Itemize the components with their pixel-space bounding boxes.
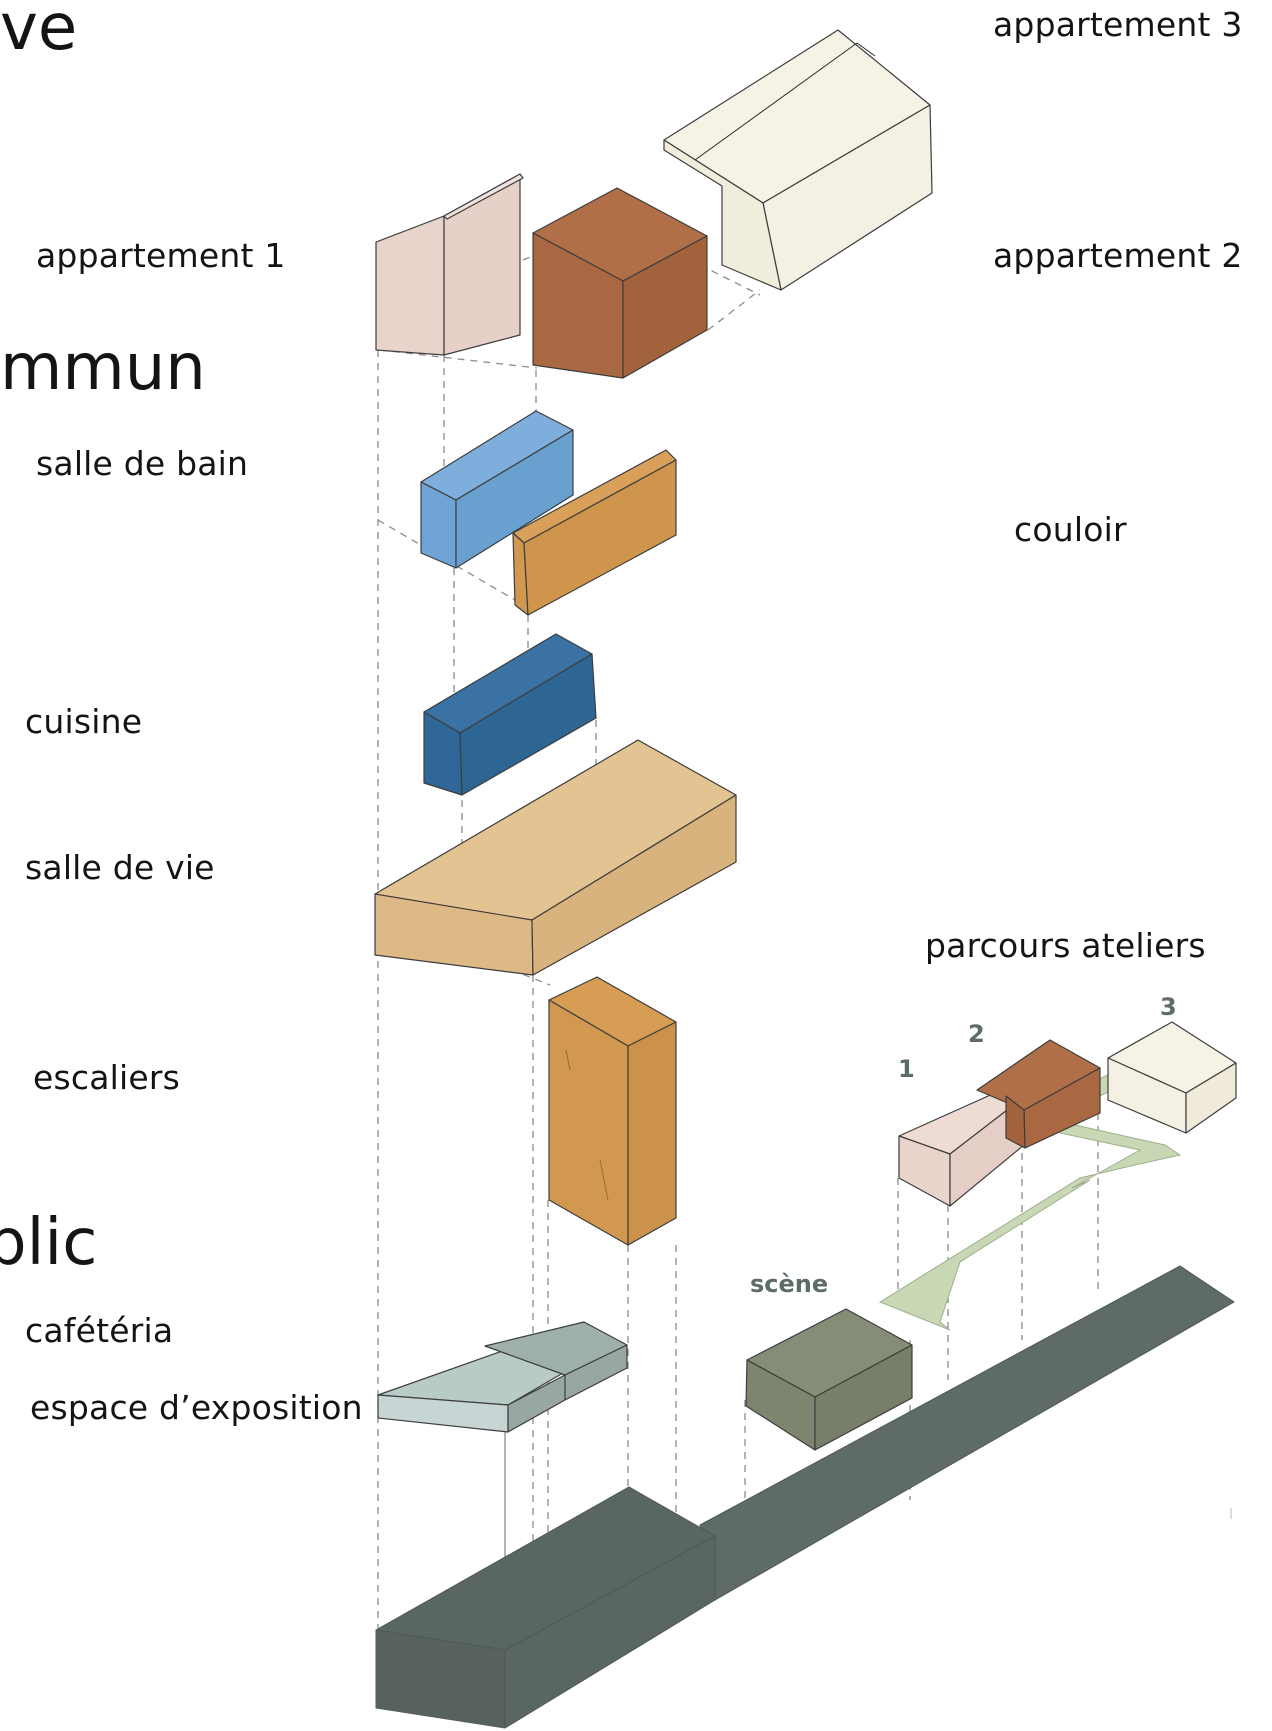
- atelier-number-2: 2: [968, 1020, 985, 1048]
- appartement-1-volume: [375, 173, 524, 356]
- label-espace-exposition: espace d’exposition: [30, 1388, 363, 1427]
- label-salle-de-bain: salle de bain: [36, 444, 249, 483]
- heading-privative: ve: [0, 0, 78, 65]
- atelier-2-volume: [976, 1039, 1101, 1149]
- label-cuisine: cuisine: [25, 702, 143, 741]
- cafeteria-exposition-volume: [377, 1321, 628, 1433]
- couloir-volume: [512, 449, 677, 616]
- salle-de-bain-volume: [420, 410, 574, 569]
- scene-volume: [745, 1308, 913, 1451]
- label-appartement-3: appartement 3: [993, 5, 1243, 44]
- appartement-2-volume: [532, 187, 708, 379]
- atelier-number-3: 3: [1160, 993, 1177, 1021]
- atelier-3-volume: [1107, 1021, 1237, 1134]
- heading-commun: mmun: [0, 331, 206, 405]
- label-salle-de-vie: salle de vie: [25, 848, 215, 887]
- label-escaliers: escaliers: [33, 1058, 181, 1097]
- label-appartement-2: appartement 2: [993, 236, 1243, 275]
- label-scene: scène: [750, 1270, 829, 1298]
- atelier-number-1: 1: [898, 1055, 915, 1083]
- ground-base-volume: [375, 1265, 1235, 1729]
- label-cafeteria: cafétéria: [25, 1311, 174, 1350]
- heading-public: blic: [0, 1206, 98, 1280]
- cuisine-volume: [423, 633, 597, 796]
- label-couloir: couloir: [1014, 510, 1127, 549]
- salle-de-vie-volume: [374, 739, 737, 976]
- label-appartement-1: appartement 1: [36, 236, 286, 275]
- appartement-3-volume: [663, 29, 933, 291]
- label-parcours-ateliers: parcours ateliers: [925, 926, 1206, 965]
- atelier-1-volume: [898, 1087, 1025, 1207]
- escaliers-volume: [548, 976, 677, 1246]
